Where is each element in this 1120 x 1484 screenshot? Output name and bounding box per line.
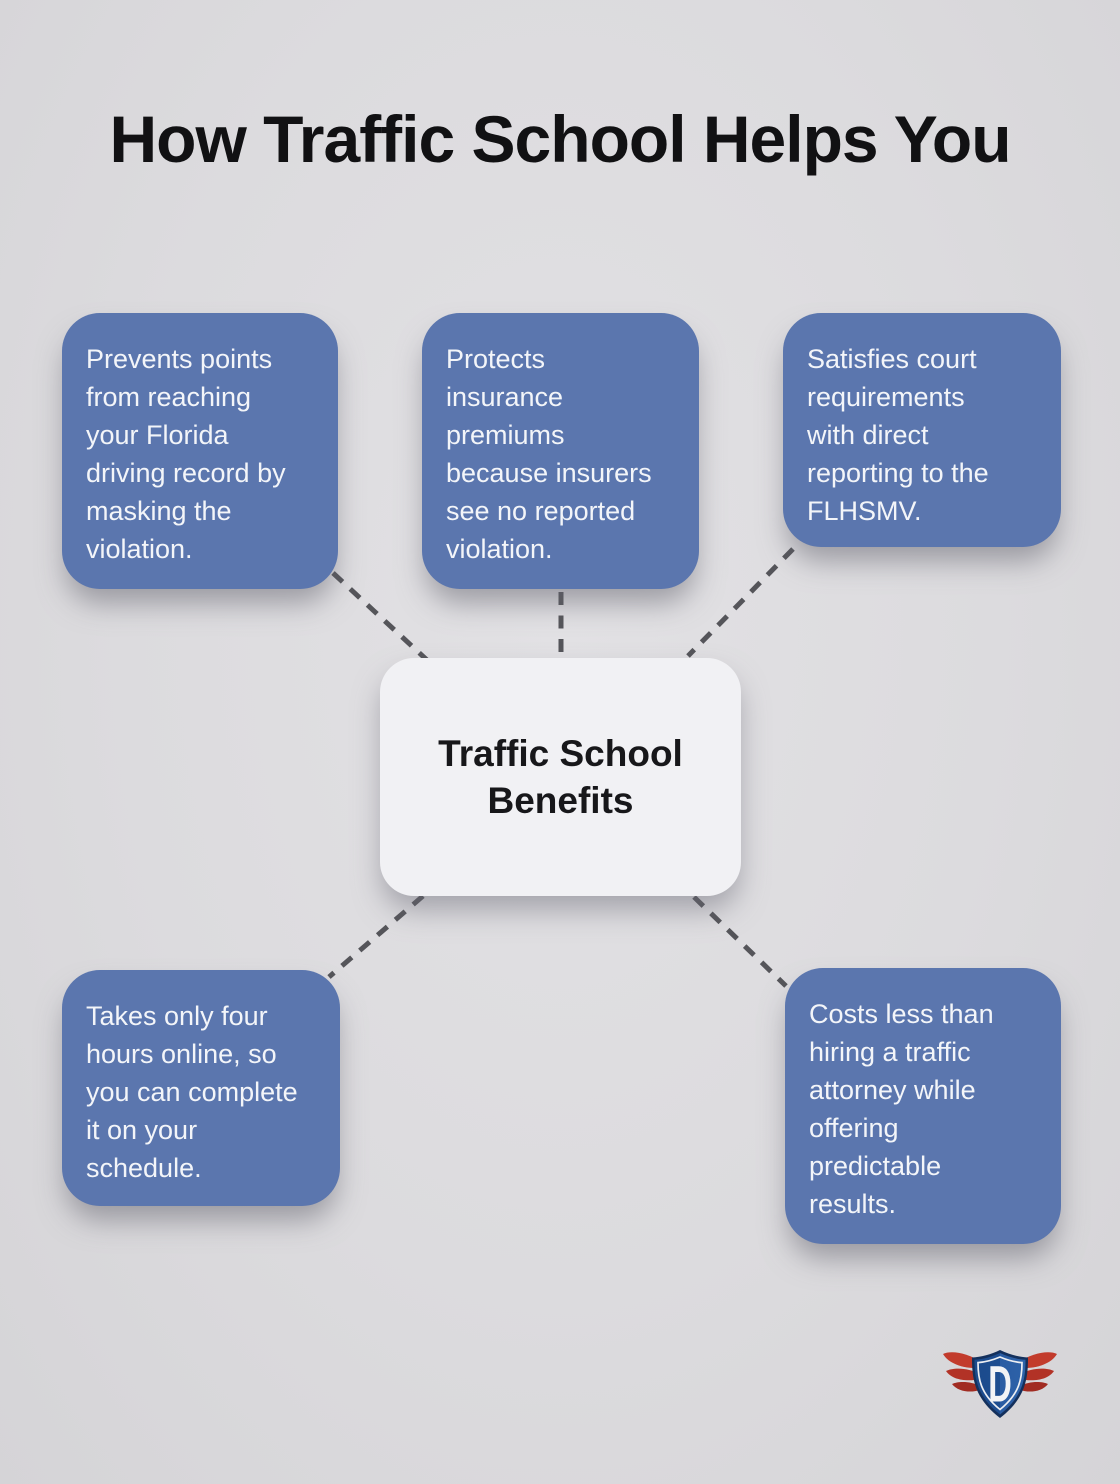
benefit-node-satisfies-court: Satisfies court requirements with direct… — [783, 313, 1061, 547]
benefit-node-costs-less: Costs less than hiring a traffic attorne… — [785, 968, 1061, 1244]
benefit-text: Prevents points from reaching your Flori… — [86, 344, 286, 564]
connector-top-right — [686, 547, 795, 658]
benefit-node-takes-four-hours: Takes only four hours online, so you can… — [62, 970, 340, 1206]
shield-icon — [972, 1350, 1028, 1418]
central-node-label: Traffic School Benefits — [438, 733, 683, 821]
benefit-text: Costs less than hiring a traffic attorne… — [809, 999, 994, 1219]
benefit-text: Satisfies court requirements with direct… — [807, 344, 989, 526]
right-wing-icon — [1019, 1352, 1057, 1392]
benefit-text: Protects insurance premiums because insu… — [446, 344, 652, 564]
connector-bottom-left — [327, 894, 425, 979]
page-title: How Traffic School Helps You — [109, 102, 1011, 176]
benefit-text: Takes only four hours online, so you can… — [86, 1001, 298, 1183]
logo-letter-d: D — [988, 1356, 1012, 1413]
benefit-node-protects-insurance: Protects insurance premiums because insu… — [422, 313, 699, 589]
central-node-traffic-school-benefits: Traffic School Benefits — [380, 658, 741, 896]
benefit-node-prevents-points: Prevents points from reaching your Flori… — [62, 313, 338, 589]
winged-shield-logo-icon: D — [943, 1350, 1057, 1418]
left-wing-icon — [943, 1352, 981, 1392]
connector-bottom-right — [692, 895, 788, 988]
connector-top-left — [331, 571, 430, 663]
